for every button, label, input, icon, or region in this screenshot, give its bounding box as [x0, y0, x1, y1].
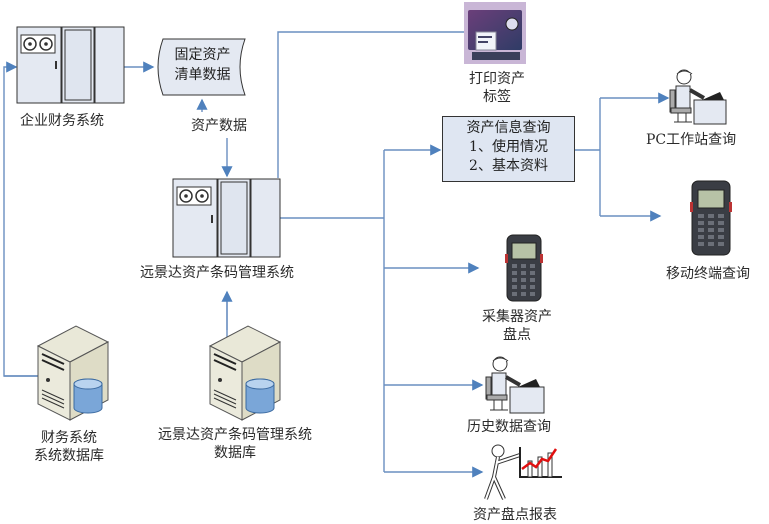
fixed-asset-data-label: 固定资产 清单数据 — [160, 45, 245, 85]
barcode-db-label: 远景达资产条码管理系统 数据库 — [158, 426, 312, 462]
pc-workstation-user-icon — [669, 69, 727, 125]
handheld-terminal-icon — [690, 180, 732, 256]
finance-system-label: 企业财务系统 — [20, 113, 104, 129]
finance-db-node — [36, 324, 110, 426]
print-label-line-1: 打印资产 — [469, 71, 525, 87]
server-cabinet-icon — [172, 178, 281, 258]
fixed-asset-data-line-2: 清单数据 — [174, 67, 231, 83]
pc-query-label: PC工作站查询 — [646, 132, 737, 148]
collector-inventory-label: 采集器资产 盘点 — [482, 308, 552, 344]
inventory-report-node — [484, 443, 564, 509]
barcode-db-node — [208, 324, 282, 426]
pc-workstation-user-icon — [485, 356, 545, 414]
mobile-query-node — [690, 180, 732, 260]
presenter-chart-icon — [484, 444, 562, 500]
handheld-terminal-icon — [505, 234, 543, 302]
asset-query-box: 资产信息查询 1、使用情况 2、基本资料 — [442, 116, 575, 182]
print-label-line-2: 标签 — [483, 89, 511, 105]
asset-data-label: 资产数据 — [191, 118, 247, 134]
pc-query-node — [668, 68, 728, 130]
barcode-system-node — [172, 178, 282, 264]
inventory-report-label: 资产盘点报表 — [473, 507, 557, 523]
server-cabinet-icon — [16, 26, 125, 104]
history-query-node — [484, 355, 546, 419]
connector-barcode-to-printer — [277, 31, 465, 178]
print-label-label: 打印资产 标签 — [469, 70, 525, 106]
fixed-asset-data-line-1: 固定资产 — [174, 47, 231, 63]
database-server-icon — [208, 325, 282, 421]
document-shape — [157, 38, 246, 96]
finance-db-line-1: 财务系统 — [41, 430, 97, 446]
collector-inventory-line-2: 盘点 — [503, 327, 531, 343]
database-server-icon — [36, 325, 110, 421]
finance-system-node — [16, 26, 126, 110]
collector-inventory-line-1: 采集器资产 — [482, 309, 552, 325]
label-printer-node — [464, 2, 526, 68]
asset-query-item-1: 1、使用情况 — [469, 139, 548, 155]
asset-query-title: 资产信息查询 — [466, 120, 551, 136]
mobile-query-label: 移动终端查询 — [666, 266, 750, 282]
label-printer-icon — [464, 2, 526, 64]
barcode-system-label: 远景达资产条码管理系统 — [140, 265, 294, 281]
asset-query-item-2: 2、基本资料 — [469, 158, 548, 174]
history-query-label: 历史数据查询 — [467, 419, 551, 435]
barcode-db-line-1: 远景达资产条码管理系统 — [158, 427, 312, 443]
finance-db-label: 财务系统 系统数据库 — [34, 429, 104, 465]
barcode-db-line-2: 数据库 — [214, 445, 256, 461]
collector-node — [505, 234, 543, 306]
finance-db-line-2: 系统数据库 — [34, 448, 104, 464]
